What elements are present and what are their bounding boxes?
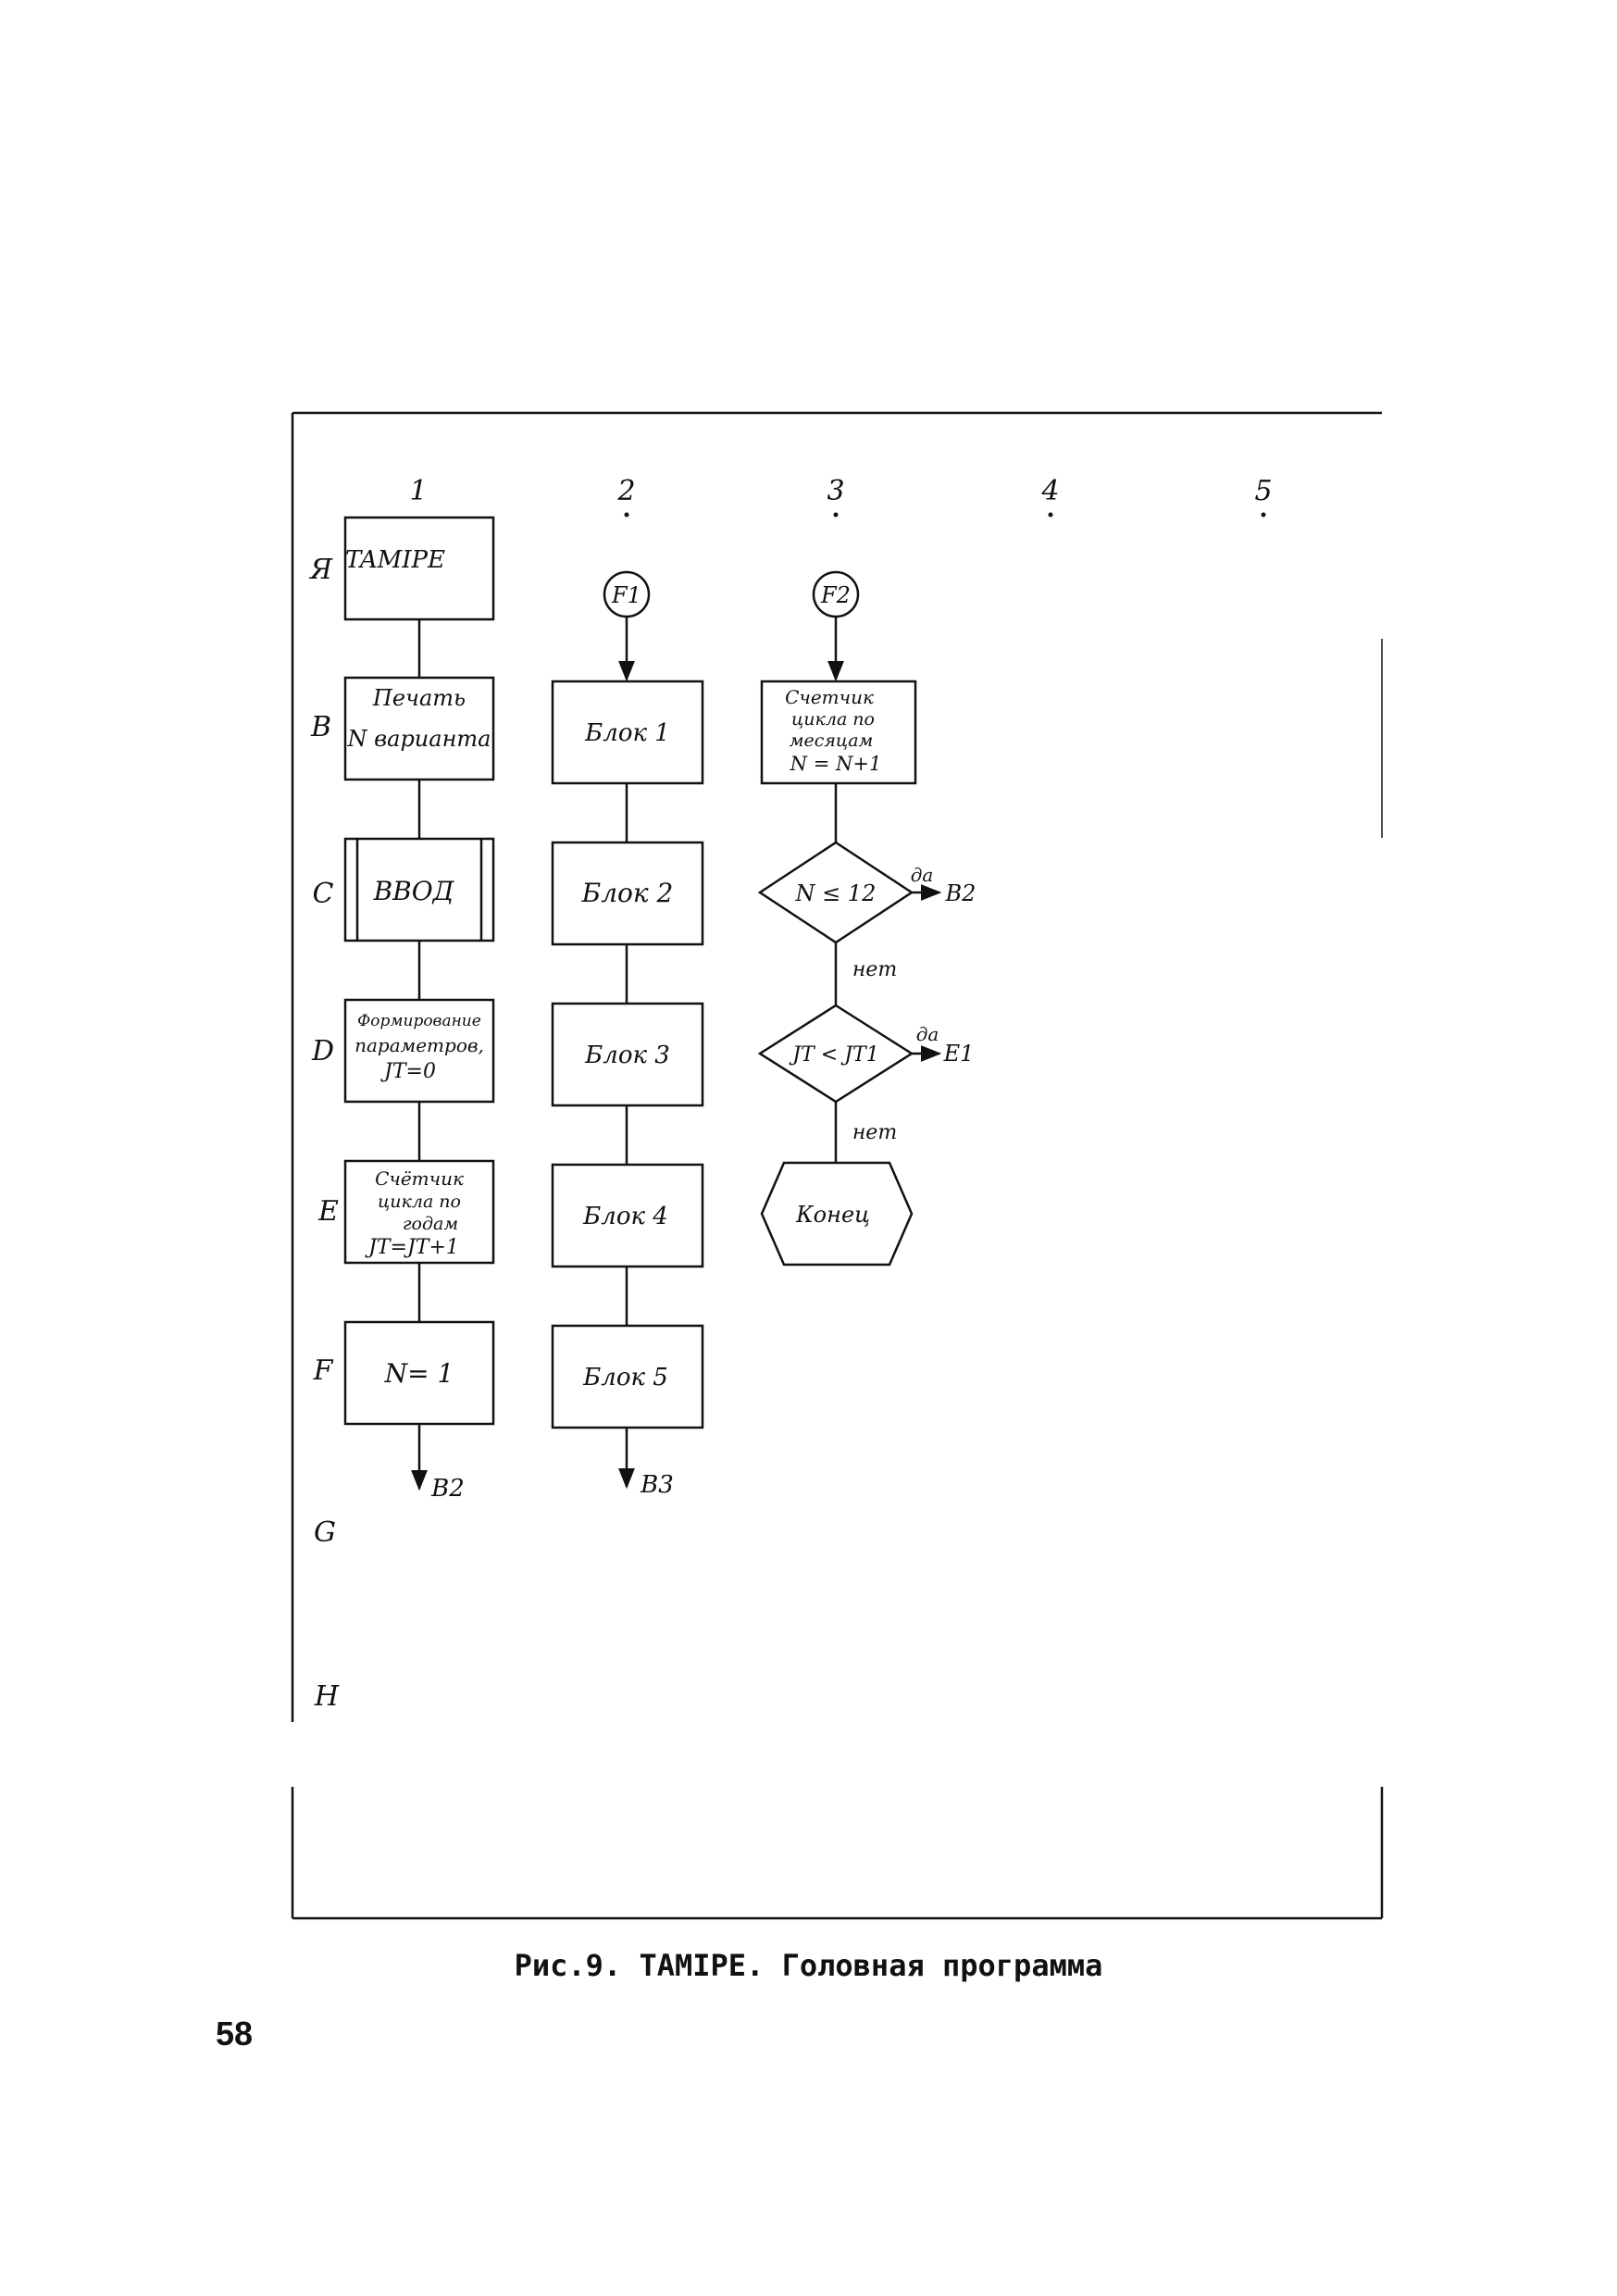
row-label: D xyxy=(311,1035,334,1067)
out-label-b2: B2 xyxy=(430,1475,465,1503)
column-label: 5 xyxy=(1254,475,1272,507)
c3-no-label: нет xyxy=(852,958,897,981)
b3-label: месяцам xyxy=(790,730,874,751)
b3-label: цикла по xyxy=(791,709,875,730)
row-label: G xyxy=(314,1516,336,1549)
d3-label: JT < JT1 xyxy=(789,1043,878,1067)
d1-label: JT=0 xyxy=(380,1060,436,1083)
column-label: 1 xyxy=(409,475,427,507)
e1-label: JT=JT+1 xyxy=(365,1236,459,1259)
block-3-label: Блок 3 xyxy=(584,1042,670,1069)
column-label: 4 xyxy=(1040,475,1059,507)
column-1: TAMIPE Печать N варианта ВВОД Формирован… xyxy=(343,516,495,1503)
c3-yes-label: да xyxy=(911,864,934,886)
block-4-label: Блок 4 xyxy=(582,1203,668,1230)
month-counter-block-b3 xyxy=(760,680,917,785)
row-label: E xyxy=(317,1195,339,1228)
figure-caption: Рис.9. TAMIPE. Головная программа xyxy=(514,1948,1103,1983)
a1-label: TAMIPE xyxy=(345,546,445,574)
connector-f1-label: F1 xyxy=(611,582,641,608)
diagram-frame xyxy=(291,411,1384,1920)
row-label: F xyxy=(313,1354,334,1387)
e1-label: Счётчик xyxy=(375,1167,464,1190)
c3-target-label: B2 xyxy=(945,880,976,906)
column-3: F2 Счетчик цикла по месяцам N = N+1 N ≤ … xyxy=(757,570,976,1267)
row-labels: Я B C D E F G H xyxy=(308,554,340,1713)
c3-label: N ≤ 12 xyxy=(795,880,877,906)
c1-label: ВВОД xyxy=(373,876,455,906)
row-label: H xyxy=(314,1680,340,1713)
row-label: C xyxy=(313,878,334,910)
page-number: 58 xyxy=(216,2015,254,2053)
e1-label: годам xyxy=(403,1214,458,1234)
b1-label: N варианта xyxy=(347,726,491,752)
b3-label: Счетчик xyxy=(785,686,874,708)
terminator-e3 xyxy=(760,1161,914,1267)
row-label: B xyxy=(310,711,331,743)
e3-label: Конец xyxy=(795,1202,870,1228)
column-label: 2 xyxy=(616,475,635,507)
block-5-label: Блок 5 xyxy=(582,1364,668,1391)
f1-label: N= 1 xyxy=(384,1358,454,1389)
d1-label: Формирование xyxy=(357,1012,481,1030)
e1-label: цикла по xyxy=(378,1192,461,1212)
block-1-label: Блок 1 xyxy=(584,719,670,747)
d1-label: параметров, xyxy=(354,1034,484,1056)
out-label-b3: B3 xyxy=(640,1471,674,1499)
row-label: Я xyxy=(308,554,333,586)
b1-label: Печать xyxy=(372,685,466,711)
d3-yes-label: да xyxy=(916,1023,939,1045)
d3-target-label: E1 xyxy=(943,1041,975,1067)
connector-f2-label: F2 xyxy=(820,582,851,608)
block-2-label: Блок 2 xyxy=(581,878,674,908)
column-labels: 1 2 3 4 5 xyxy=(409,475,1273,518)
b3-label: N = N+1 xyxy=(790,753,882,775)
column-2: F1 Блок 1 Блок 2 Блок 3 Блок 4 Блок 5 B3 xyxy=(551,570,704,1499)
d3-no-label: нет xyxy=(852,1121,897,1144)
column-label: 3 xyxy=(827,475,844,507)
